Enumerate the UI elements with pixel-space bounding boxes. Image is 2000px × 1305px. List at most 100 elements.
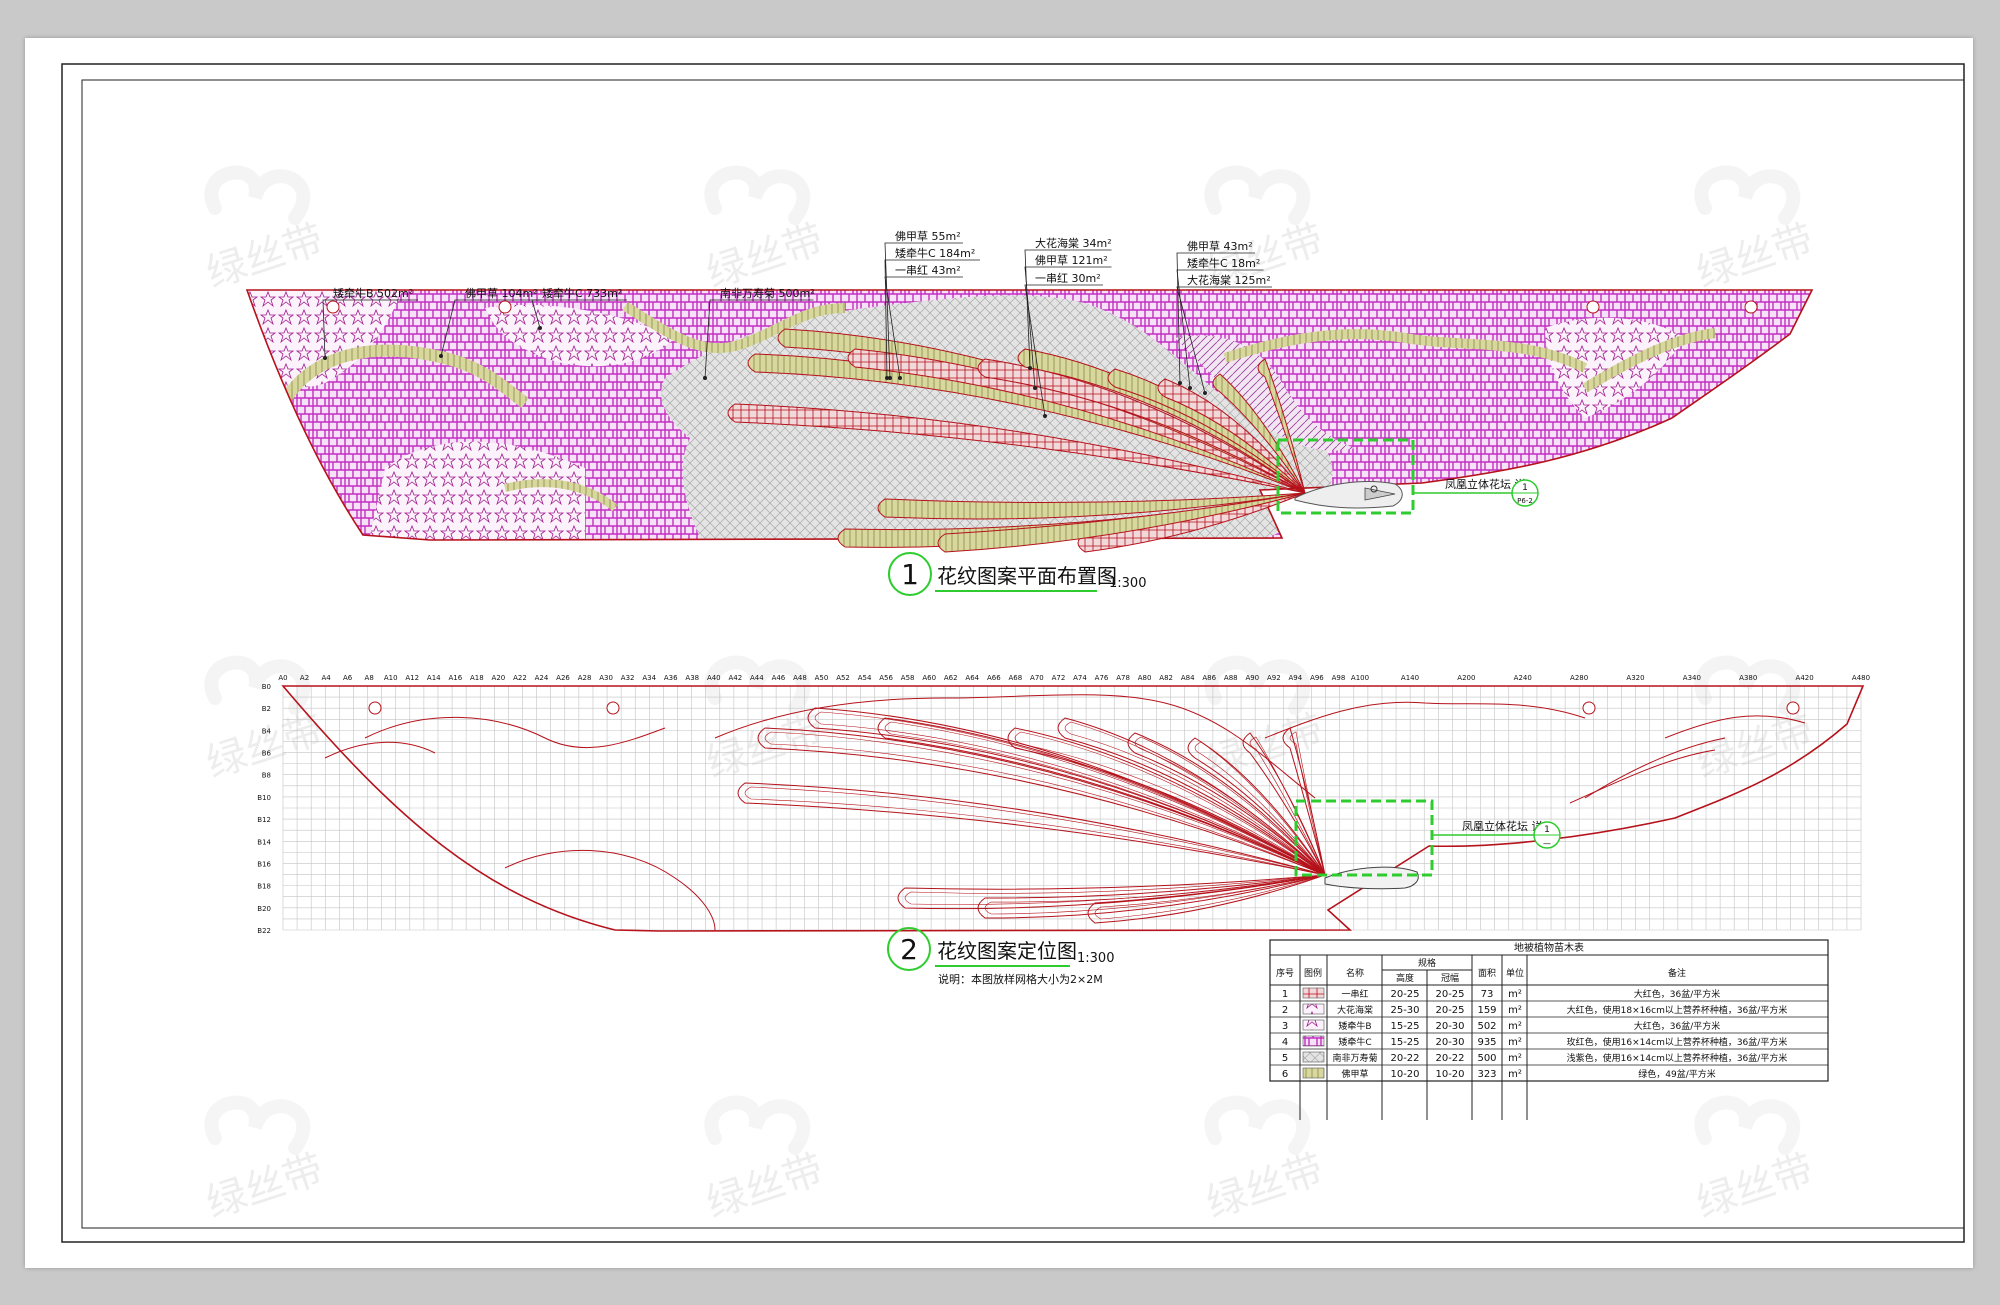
grid-x-label: A92 <box>1267 674 1281 682</box>
detail-label: 凤凰立体花坛 详 <box>1445 477 1526 491</box>
watermark-text: 绿丝带 <box>1691 1146 1819 1227</box>
grid-x-label: A480 <box>1852 674 1870 682</box>
phoenix-feather <box>727 403 1306 494</box>
callout-dot <box>1028 366 1032 370</box>
table-cell-area: 323 <box>1477 1069 1496 1080</box>
grid-feather-outline <box>737 782 1326 876</box>
callout-label: 一串红 43m² <box>895 264 961 277</box>
table-cell-height: 15-25 <box>1390 1021 1419 1032</box>
grid-x-label: A20 <box>492 674 506 682</box>
grid-pattern-line <box>504 849 716 931</box>
table-cell-unit: m² <box>1508 1021 1522 1032</box>
table-cell-remark: 玫红色，使用16×14cm以上营养杯种植，36盆/平方米 <box>1567 1036 1788 1048</box>
grid-phoenix-head <box>1324 866 1419 890</box>
grid-x-label: A64 <box>965 674 979 682</box>
grid-x-label: A18 <box>470 674 484 682</box>
grid-feather-outline <box>1282 727 1326 876</box>
legend-swatch <box>1302 1067 1325 1079</box>
detail-highlight-box <box>1276 438 1415 515</box>
grid-x-label: A24 <box>535 674 549 682</box>
grid-x-label: A42 <box>728 674 742 682</box>
watermark-logo-icon <box>1694 165 1801 225</box>
table-cell-name: 矮牵牛C <box>1338 1036 1371 1048</box>
table-cell-name: 佛甲草 <box>1341 1068 1368 1080</box>
grid-x-label: A38 <box>685 674 699 682</box>
callout-label: 矮牵牛C 18m² <box>1187 256 1260 270</box>
watermark-logo-icon <box>1694 1095 1801 1155</box>
watermark: 绿丝带 <box>201 655 329 787</box>
table-cell-remark: 大红色，36盆/平方米 <box>1634 1020 1721 1032</box>
grid-x-label: A10 <box>384 674 398 682</box>
grid-y-label: B0 <box>262 683 271 691</box>
sedum-band-left <box>269 344 529 425</box>
detail-ref-top: 1 <box>1522 483 1528 493</box>
watermark-logo-icon <box>704 1095 811 1155</box>
grid-x-label: A140 <box>1401 674 1419 682</box>
watermark: 绿丝带 <box>201 1095 329 1227</box>
watermark-logo-icon <box>1204 1095 1311 1155</box>
table-cell-height: 20-22 <box>1390 1053 1419 1064</box>
table-cell-unit: m² <box>1508 1005 1522 1016</box>
callout-label: 南非万寿菊 500m² <box>720 286 815 300</box>
callout-dot <box>885 376 889 380</box>
watermark-text: 绿丝带 <box>701 706 829 787</box>
inner-frame <box>81 79 1965 1229</box>
watermark-logo-icon <box>704 655 811 715</box>
callout-dot <box>439 354 443 358</box>
grid-pattern-line <box>1569 749 1716 804</box>
grid-x-label: A62 <box>944 674 958 682</box>
grid-x-label: A66 <box>987 674 1001 682</box>
grid-feather-outline <box>977 874 1326 919</box>
table-cell-seq: 6 <box>1282 1069 1288 1080</box>
legend-swatch <box>1302 1003 1325 1015</box>
table-cell-seq: 3 <box>1282 1021 1288 1032</box>
grid-detail-label: 凤凰立体花坛 详 <box>1462 819 1543 833</box>
table-frame <box>1269 939 1829 1082</box>
table-cell-height: 25-30 <box>1390 1005 1419 1016</box>
plan-scale: 1:300 <box>1109 576 1146 591</box>
table-cell-remark: 浅紫色，使用16×14cm以上营养杯种植，36盆/平方米 <box>1567 1052 1788 1064</box>
legend-swatch <box>1302 1019 1325 1031</box>
table-cell-area: 502 <box>1477 1021 1496 1032</box>
grid-x-label: A52 <box>836 674 850 682</box>
plan-number-circle <box>888 552 932 596</box>
grid-x-label: A34 <box>642 674 656 682</box>
watermark-text: 绿丝带 <box>701 216 829 297</box>
phoenix-feather <box>937 492 1306 553</box>
grid-y-label: B6 <box>262 750 272 758</box>
grid-x-label: A56 <box>879 674 893 682</box>
watermark: 绿丝带 <box>701 165 829 297</box>
table-header-width: 冠幅 <box>1441 972 1459 984</box>
table-cell-height: 10-20 <box>1390 1069 1419 1080</box>
table-cell-remark: 大红色，使用18×16cm以上营养杯种植，36盆/平方米 <box>1567 1004 1788 1016</box>
grid-x-label: A16 <box>448 674 462 682</box>
grid-bed-outline <box>281 685 1865 932</box>
callout-leader <box>884 242 893 379</box>
grid-x-label: A82 <box>1159 674 1173 682</box>
grid-title: 花纹图案定位图 <box>937 939 1077 963</box>
grid-number-circle <box>887 927 931 971</box>
grid-x-label: A320 <box>1626 674 1644 682</box>
callout-label: 大花海棠 34m² <box>1035 236 1112 250</box>
table-header-unit: 单位 <box>1506 967 1524 979</box>
callout-dot <box>1043 414 1047 418</box>
table-cell-unit: m² <box>1508 1037 1522 1048</box>
watermark-logo-icon <box>704 165 811 225</box>
grid-x-label: A22 <box>513 674 527 682</box>
watermark: 绿丝带 <box>1691 165 1819 297</box>
callout-label: 佛甲草 104m² <box>465 287 538 300</box>
phoenix-feather <box>847 348 1306 494</box>
table-cell-area: 159 <box>1477 1005 1496 1016</box>
callout-leader <box>884 259 893 379</box>
table-cell-width: 20-25 <box>1435 1005 1464 1016</box>
grid-note: 说明：本图放样网格大小为2×2M <box>938 972 1103 986</box>
plan-number: 1 <box>901 558 919 591</box>
watermark-text: 绿丝带 <box>1201 1146 1329 1227</box>
callout-leader <box>1024 266 1036 389</box>
